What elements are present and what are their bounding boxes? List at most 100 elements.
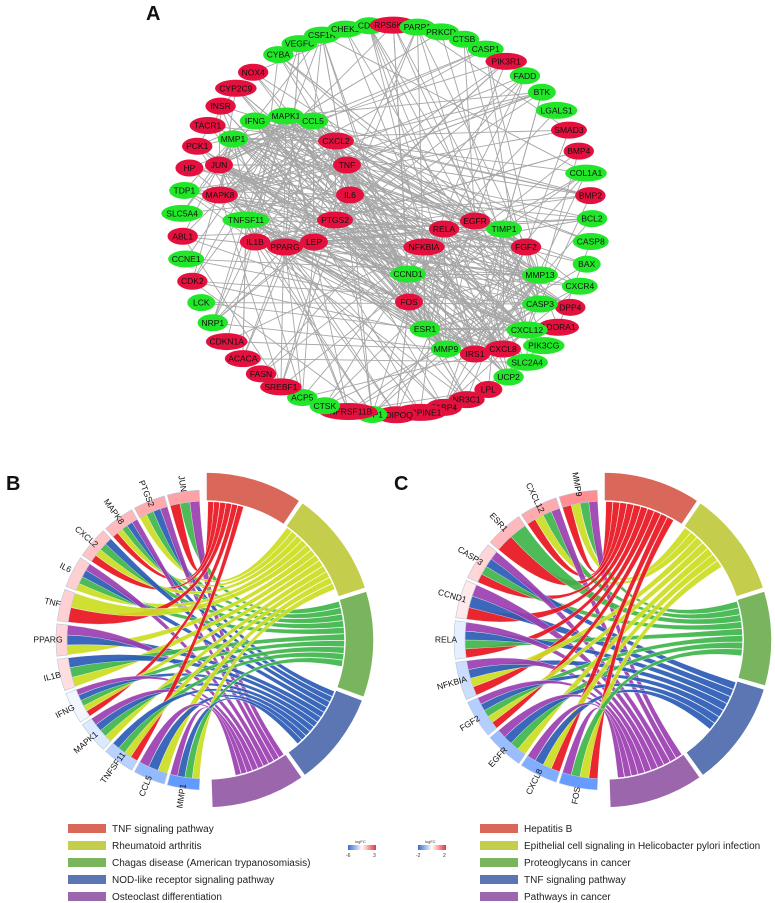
node-ucp2: UCP2 (493, 368, 524, 386)
network-edge (278, 54, 504, 350)
node-ellipse (493, 368, 524, 386)
node-ellipse (167, 227, 198, 245)
node-label: LPL (481, 385, 496, 395)
gene-arc-rela (453, 620, 467, 660)
logfc-scale-b: logFC -6 3 (346, 839, 376, 859)
node-ellipse (572, 255, 601, 273)
node-ellipse (245, 365, 277, 383)
node-label: TIMP1 (491, 224, 516, 234)
node-label: SMAD3 (554, 125, 584, 135)
gene-arc-cxcl2 (81, 530, 112, 562)
network-edge (219, 115, 287, 196)
node-ellipse (403, 238, 445, 256)
network-edge (408, 75, 526, 303)
legend-c: Hepatitis B Epithelial cell signaling in… (480, 824, 760, 903)
network-edge (312, 120, 591, 197)
legend-b-label-2: Rheumatoid arthritis (112, 841, 201, 852)
node-cxcl12: CXCL12 (506, 321, 548, 339)
node-acp5: ACP5 (287, 389, 318, 407)
network-edge (232, 129, 569, 140)
gene-arc-mmp9 (558, 489, 599, 508)
node-label: LEP (306, 237, 322, 247)
node-label: CYP2C9 (219, 83, 252, 93)
node-label: CXCL12 (511, 325, 543, 335)
legend-b-swatch-5 (68, 892, 106, 901)
panel-label-a: A (146, 3, 160, 25)
network-edge (285, 115, 504, 350)
node-nox4: NOX4 (237, 63, 269, 81)
node-ellipse (297, 112, 329, 130)
node-ellipse (263, 46, 294, 64)
node-label: PIK3R1 (492, 56, 522, 66)
network-edge (212, 34, 323, 323)
node-label: MMP1 (221, 134, 246, 144)
node-label: CHEK1 (331, 24, 360, 34)
network-edge (226, 246, 425, 342)
network-edge (349, 194, 593, 220)
node-cdkn1a: CDKN1A (205, 333, 248, 351)
gene-arc-jun (166, 489, 201, 507)
node-bax: BAX (572, 255, 601, 273)
gene-arc-tnfsf11 (105, 742, 138, 771)
node-label: LGALS1 (541, 105, 573, 115)
network-edge (424, 328, 489, 390)
scale-b-bar (348, 845, 376, 850)
node-pck1: PCK1 (182, 137, 213, 155)
gene-arc-cxcl12 (521, 497, 561, 525)
node-ellipse (237, 63, 269, 81)
node-ifng: IFNG (239, 112, 271, 130)
node-ellipse (202, 186, 238, 204)
pathway-arc-tnf-signaling-pathway (684, 679, 766, 777)
node-casp8: CASP8 (572, 233, 609, 251)
node-ellipse (486, 220, 522, 238)
node-label: CXCL8 (489, 344, 517, 354)
node-ellipse (239, 233, 271, 251)
node-mmp1: MMP1 (217, 130, 249, 148)
chord-b-arcs (55, 471, 375, 809)
network-edge (502, 172, 587, 350)
node-label: MMP9 (434, 344, 459, 354)
node-fadd: FADD (509, 67, 541, 85)
node-egfr: EGFR (459, 212, 491, 230)
node-ellipse (217, 130, 249, 148)
node-cxcl8: CXCL8 (485, 340, 521, 358)
network-edge (503, 92, 543, 230)
network-edge (313, 26, 418, 243)
gene-arc-cxcl8 (521, 755, 561, 783)
gene-arc-egfr (489, 730, 526, 764)
node-ellipse (287, 389, 318, 407)
gene-label-il6: IL6 (58, 560, 73, 574)
network-edge (368, 25, 476, 355)
node-rela: RELA (428, 220, 460, 238)
node-label: PCK1 (186, 141, 208, 151)
network-edge (254, 120, 571, 308)
network-edge (182, 235, 504, 350)
node-ellipse (187, 294, 216, 312)
gene-arc-tnf (56, 589, 76, 623)
gene-label-mmp1: MMP1 (174, 783, 188, 809)
network-edge (254, 241, 303, 398)
node-nrp1: NRP1 (197, 314, 228, 332)
node-pparg: PPARG (267, 238, 303, 256)
legend-c-swatch-5 (480, 892, 518, 901)
network-edge (371, 172, 587, 415)
node-dpp4: DPP4 (555, 298, 586, 316)
node-ellipse (222, 211, 270, 229)
node-fos: FOS (395, 293, 423, 311)
legend-c-label-3: Proteoglycans in cancer (524, 858, 631, 869)
node-ellipse (576, 210, 608, 228)
network-edge (186, 258, 410, 303)
gene-label-jun: JUN (176, 475, 188, 493)
network-edge (344, 28, 476, 355)
node-ellipse (459, 212, 491, 230)
node-ellipse (459, 345, 491, 363)
node-label: CYBA (267, 50, 290, 60)
node-ellipse (448, 30, 480, 48)
network-edge (201, 302, 541, 305)
node-ellipse (430, 340, 462, 358)
gene-label-egfr: EGFR (486, 745, 509, 769)
node-label: RELA (433, 224, 456, 234)
node-label: ADIPOQ (380, 410, 413, 420)
node-timp1: TIMP1 (486, 220, 522, 238)
node-label: CTSK (313, 401, 336, 411)
